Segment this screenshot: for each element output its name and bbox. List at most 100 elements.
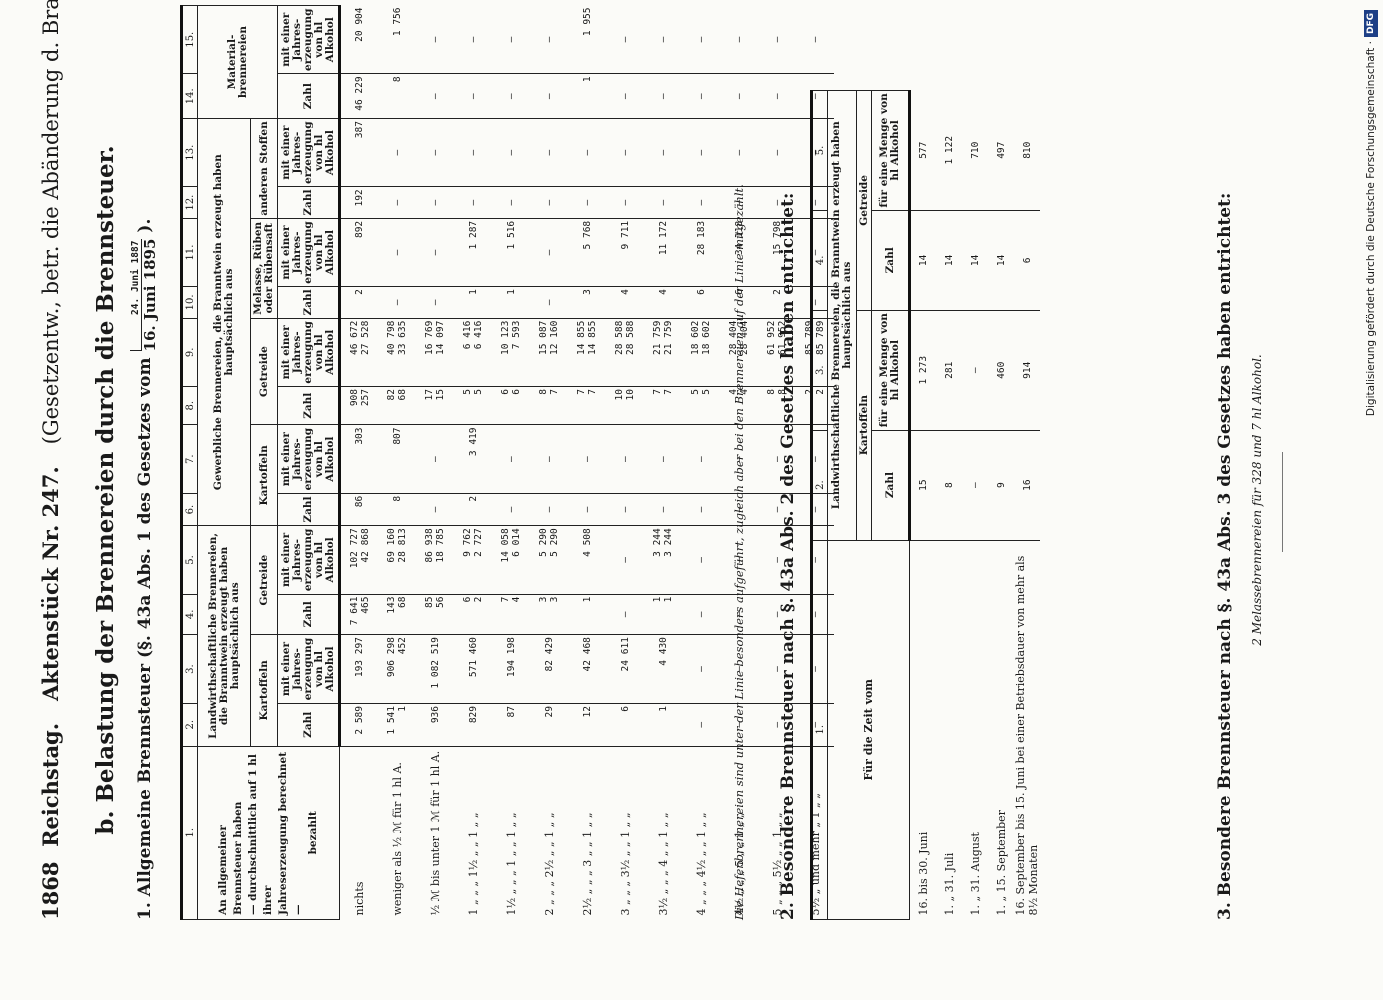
table-cell: 3 419 [454, 425, 492, 494]
table-cell: 143 68 [378, 594, 416, 635]
row-label: 3½ „ „ „ 4 „ „ 1 „ „ [656, 812, 670, 916]
table-cell: 908 257 [339, 386, 378, 425]
table-cell: 10 10 [606, 386, 644, 425]
table-cell: 12 [568, 703, 606, 747]
table-cell: — [606, 186, 644, 219]
table-cell: — [530, 5, 568, 74]
table-cell: 9 762 2 727 [454, 525, 492, 595]
table-cell: — [530, 493, 568, 526]
col-erzeugung: mit einer Jahres- erzeugung von hl Alkoh… [277, 525, 340, 595]
table-cell: — [682, 703, 720, 747]
table-cell: — [416, 286, 454, 319]
sub-melasse: Melasse, Rüben oder Rübensaft [250, 218, 278, 319]
table-cell: 40 798 33 635 [378, 318, 416, 387]
table-cell: — [568, 425, 606, 494]
table-besondere-brennsteuer: 1. 2. 3. 4. 5. Für die Zeit vom Landwirt… [810, 90, 1040, 920]
table-cell: 28 588 28 588 [606, 318, 644, 387]
col-erzeugung: mit einer Jahres- erzeugung von hl Alkoh… [277, 318, 340, 387]
table-cell: 5 768 [568, 218, 606, 287]
group-gewerblich: Gewerbliche Brennereien, die Branntwein … [197, 118, 251, 526]
table-cell: 85 56 [416, 594, 454, 635]
table-cell: 86 938 18 785 [416, 525, 454, 595]
col-zahl: Zahl [277, 186, 340, 219]
col-zahl: Zahl [277, 386, 340, 425]
table-cell: — [682, 425, 720, 494]
col-zahl: Zahl [277, 493, 340, 526]
table-cell: 46 672 27 528 [339, 318, 378, 387]
col-num-3: 3. [181, 634, 198, 704]
table-cell: — [454, 118, 492, 187]
col-zahl: Zahl [277, 594, 340, 635]
table-cell: 1 287 [454, 218, 492, 287]
table-cell: 16 [1014, 430, 1040, 541]
row-header-line4: bezahlt [307, 811, 319, 855]
law-date-bottom: 16. Juni 1895 [141, 238, 159, 352]
table-cell: 21 759 21 759 [644, 318, 682, 387]
table-cell: 7 4 [492, 594, 530, 635]
table-cell: 4 [606, 286, 644, 319]
table-cell: — [416, 186, 454, 219]
table-cell: 3 244 3 244 [644, 525, 682, 595]
table-cell: 8 [378, 493, 416, 526]
table-cell: 6 [682, 286, 720, 319]
sub-kartoffeln-gewerbl: Kartoffeln [250, 425, 278, 526]
row-header-line2: — durchschnittlich auf 1 hl ihrer [247, 754, 274, 915]
col-num-5: 5. [181, 525, 198, 595]
section-3-title: 3. Besondere Brennsteuer nach §. 43a Abs… [1215, 192, 1235, 920]
table-cell: 14 855 14 855 [568, 318, 606, 387]
table-cell: 914 [1014, 310, 1040, 431]
t2-col-num-2: 2. [811, 430, 828, 541]
table-cell: — [644, 425, 682, 494]
table-cell: 7 7 [568, 386, 606, 425]
table-cell: — [378, 218, 416, 287]
table-cell: — [606, 73, 644, 119]
sub-getreide-landw: Getreide [250, 525, 278, 635]
table-cell: — [454, 5, 492, 74]
col-erzeugung: mit einer Jahres- erzeugung von hl Alkoh… [277, 5, 340, 74]
section-3-text: 2 Melassebrennereien für 328 und 7 hl Al… [1250, 354, 1264, 646]
table-cell: 6 [1014, 210, 1040, 311]
table-cell: 892 [339, 218, 378, 287]
table-cell: — [682, 186, 720, 219]
table-cell: 1 516 [492, 218, 530, 287]
table-cell: — [682, 594, 720, 635]
table-cell: 4 508 [568, 525, 606, 595]
table-cell: 1 273 [909, 310, 936, 431]
table-cell: 7 7 [644, 386, 682, 425]
table-cell: — [720, 73, 758, 119]
table-cell: 82 429 [530, 634, 568, 704]
table-cell: 303 [339, 425, 378, 494]
table-cell: — [568, 118, 606, 187]
table-cell: — [682, 525, 720, 595]
table-cell: 102 727 42 868 [339, 525, 378, 595]
table-cell: 24 611 [606, 634, 644, 704]
table-cell: — [682, 5, 720, 74]
row-label: weniger als ½ ℳ für 1 hl A. [390, 762, 404, 916]
table-cell: — [378, 186, 416, 219]
table-cell: 42 468 [568, 634, 606, 704]
table-cell: — [606, 425, 644, 494]
row-header-line3: Jahreserzeugung berechnet — [277, 751, 304, 915]
table-cell: 87 [492, 703, 530, 747]
table-cell: 807 [378, 425, 416, 494]
row-label: 1. „ 31. Juli [942, 852, 956, 916]
row-label: 2 „ „ „ 2½ „ „ 1 „ „ [542, 812, 556, 916]
row-header-line1: An allgemeiner Brennsteuer haben [217, 801, 244, 915]
table-cell: 2 [454, 493, 492, 526]
table-cell: — [758, 118, 796, 187]
page-header: 1868 Reichstag. Aktenstück Nr. 247. (Ges… [38, 0, 63, 920]
table-cell: 192 [339, 186, 378, 219]
col-num-14: 14. [181, 73, 198, 119]
page-number: 1868 [38, 861, 63, 920]
col-num-2: 2. [181, 703, 198, 747]
table-cell: 1 541 1 [378, 703, 416, 747]
sub-getreide-gewerbl: Getreide [250, 318, 278, 425]
t2-col-num-1: 1. [811, 540, 828, 920]
col-num-1: 1. [181, 746, 198, 920]
table1-footnote: Die Hefenbrennereien sind unter der Lini… [732, 184, 746, 920]
